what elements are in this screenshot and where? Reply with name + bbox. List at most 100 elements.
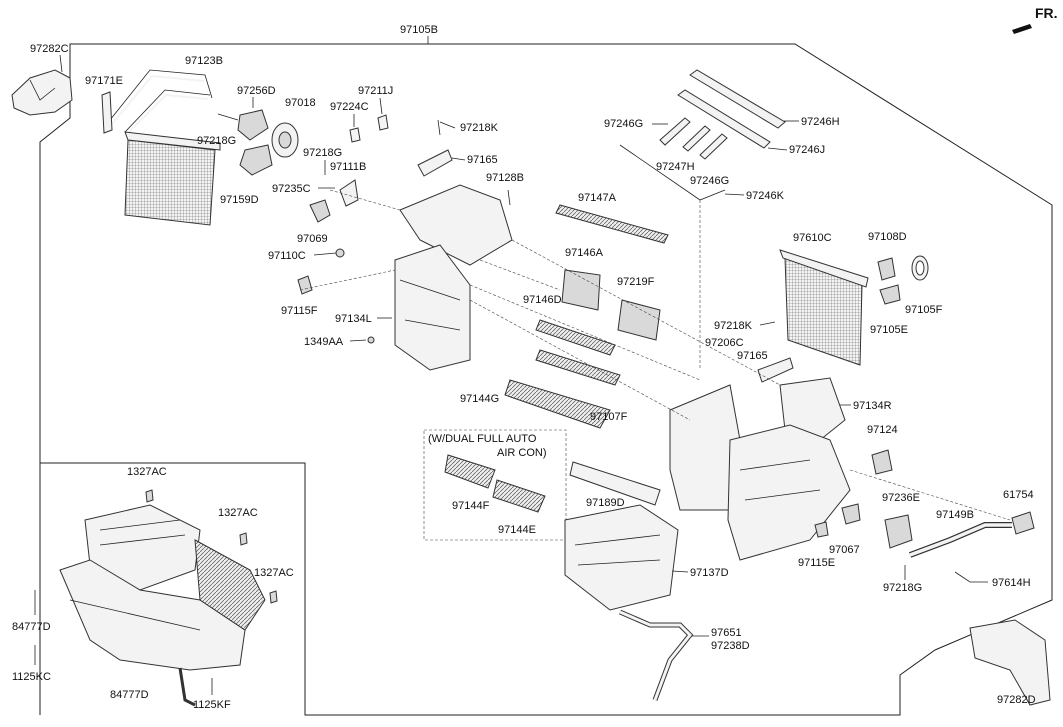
label-97069: 97069 — [297, 233, 328, 245]
label-97218G-b: 97218G — [303, 147, 342, 159]
label-97147A: 97147A — [578, 192, 617, 204]
label-97108D: 97108D — [868, 231, 907, 243]
label-97218K-b: 97218K — [714, 320, 753, 332]
grommet-97108D — [877, 257, 896, 281]
nut-1349AA — [367, 336, 375, 344]
label-97246G-b: 97246G — [690, 175, 729, 187]
leader — [379, 97, 383, 115]
label-97159D: 97159D — [220, 194, 259, 206]
duct-97282D — [969, 619, 1051, 706]
assembly-guide-lines — [299, 189, 1011, 521]
label-97651: 97651 — [711, 627, 742, 639]
label-97105B: 97105B — [400, 24, 438, 36]
screw-97218K-a — [437, 119, 441, 136]
bolt-1327AC-c — [269, 590, 278, 604]
label-97165-a: 97165 — [467, 154, 498, 166]
lever-97111B — [339, 179, 359, 207]
label-97256D: 97256D — [237, 85, 276, 97]
leader — [724, 193, 745, 196]
label-97137D: 97137D — [690, 567, 729, 579]
bracket-97171E — [101, 91, 113, 134]
part-97137D-tray — [564, 504, 679, 611]
clip-97115E — [814, 521, 829, 538]
label-97144F: 97144F — [452, 500, 490, 512]
label-97218G-c: 97218G — [883, 582, 922, 594]
label-97206C: 97206C — [705, 337, 744, 349]
assembly-frame — [39, 43, 1053, 716]
label-97124: 97124 — [867, 424, 898, 436]
label-97282D: 97282D — [997, 694, 1036, 706]
leader — [59, 54, 63, 73]
leader — [313, 252, 337, 256]
grommet-97105F-hole — [915, 260, 925, 276]
label-97067: 97067 — [829, 544, 860, 556]
part-complete-assembly — [59, 504, 266, 707]
clamp-97105E — [879, 284, 901, 305]
fitting-61754 — [1011, 511, 1035, 535]
label-97134R: 97134R — [853, 400, 892, 412]
door-97146A — [561, 269, 601, 311]
label-97247H: 97247H — [656, 161, 695, 173]
label-97282C: 97282C — [30, 43, 69, 55]
label-97115F: 97115F — [281, 305, 318, 317]
bolt-1327AC-b — [239, 532, 248, 546]
note-line1: (W/DUAL FULL AUTO — [428, 433, 537, 445]
part-97134L-housing-left — [394, 184, 513, 371]
front-direction-indicator: FR. — [1012, 5, 1058, 34]
label-97144G: 97144G — [460, 393, 499, 405]
clip-97211J — [377, 114, 389, 131]
bolt-1327AC-a — [145, 489, 154, 503]
part-97159D-actuator — [239, 144, 273, 176]
label-97105E: 97105E — [870, 324, 908, 336]
label-97246G-a: 97246G — [604, 118, 643, 130]
clip-97115F — [297, 275, 313, 295]
label-1327AC-a: 1327AC — [127, 466, 167, 478]
label-97189D: 97189D — [586, 497, 625, 509]
label-97018: 97018 — [285, 97, 316, 109]
fr-arrow-icon — [1012, 24, 1032, 34]
door-97146D-b — [535, 349, 621, 386]
leader — [217, 113, 239, 121]
label-1125KC: 1125KC — [12, 671, 51, 683]
fr-label: FR. — [1035, 5, 1058, 21]
leader — [759, 321, 776, 326]
label-97238D: 97238D — [711, 640, 750, 652]
leader — [349, 339, 367, 342]
label-97105F: 97105F — [905, 304, 943, 316]
leader — [767, 147, 788, 151]
label-97149B: 97149B — [936, 509, 974, 521]
door-97144E — [492, 479, 546, 513]
label-1125KF: 1125KF — [193, 699, 231, 711]
label-97111B: 97111B — [330, 161, 366, 173]
part-97067 — [841, 503, 861, 525]
actuator-97256D — [237, 109, 269, 141]
label-84777D-a: 84777D — [12, 621, 51, 633]
label-97235C: 97235C — [272, 183, 311, 195]
leader — [507, 189, 511, 206]
label-97146D: 97146D — [523, 294, 562, 306]
label-97224C: 97224C — [330, 101, 369, 113]
part-97610C-evaporator — [779, 249, 869, 366]
label-1327AC-c: 1327AC — [254, 567, 294, 579]
part-97018-blower — [271, 122, 299, 158]
seal-97165-b — [757, 357, 794, 383]
seals-97246 — [619, 69, 786, 201]
label-97128B: 97128B — [486, 172, 524, 184]
label-97144E: 97144E — [498, 524, 536, 536]
label-97218G-a: 97218G — [197, 135, 236, 147]
door-97219F — [617, 299, 661, 341]
label-84777D-b: 84777D — [110, 689, 149, 701]
label-97171E: 97171E — [85, 75, 123, 87]
clip-97224C — [349, 127, 361, 143]
label-97610C: 97610C — [793, 232, 832, 244]
label-97246K: 97246K — [746, 190, 785, 202]
sensor-97124 — [871, 449, 893, 475]
part-97134R-housing-right — [669, 377, 851, 561]
seal-97165-a — [417, 149, 453, 177]
leader — [439, 121, 456, 129]
label-97246J: 97246J — [789, 144, 825, 156]
leader — [451, 157, 466, 161]
gear-97069 — [309, 199, 331, 223]
label-97236E: 97236E — [882, 492, 920, 504]
